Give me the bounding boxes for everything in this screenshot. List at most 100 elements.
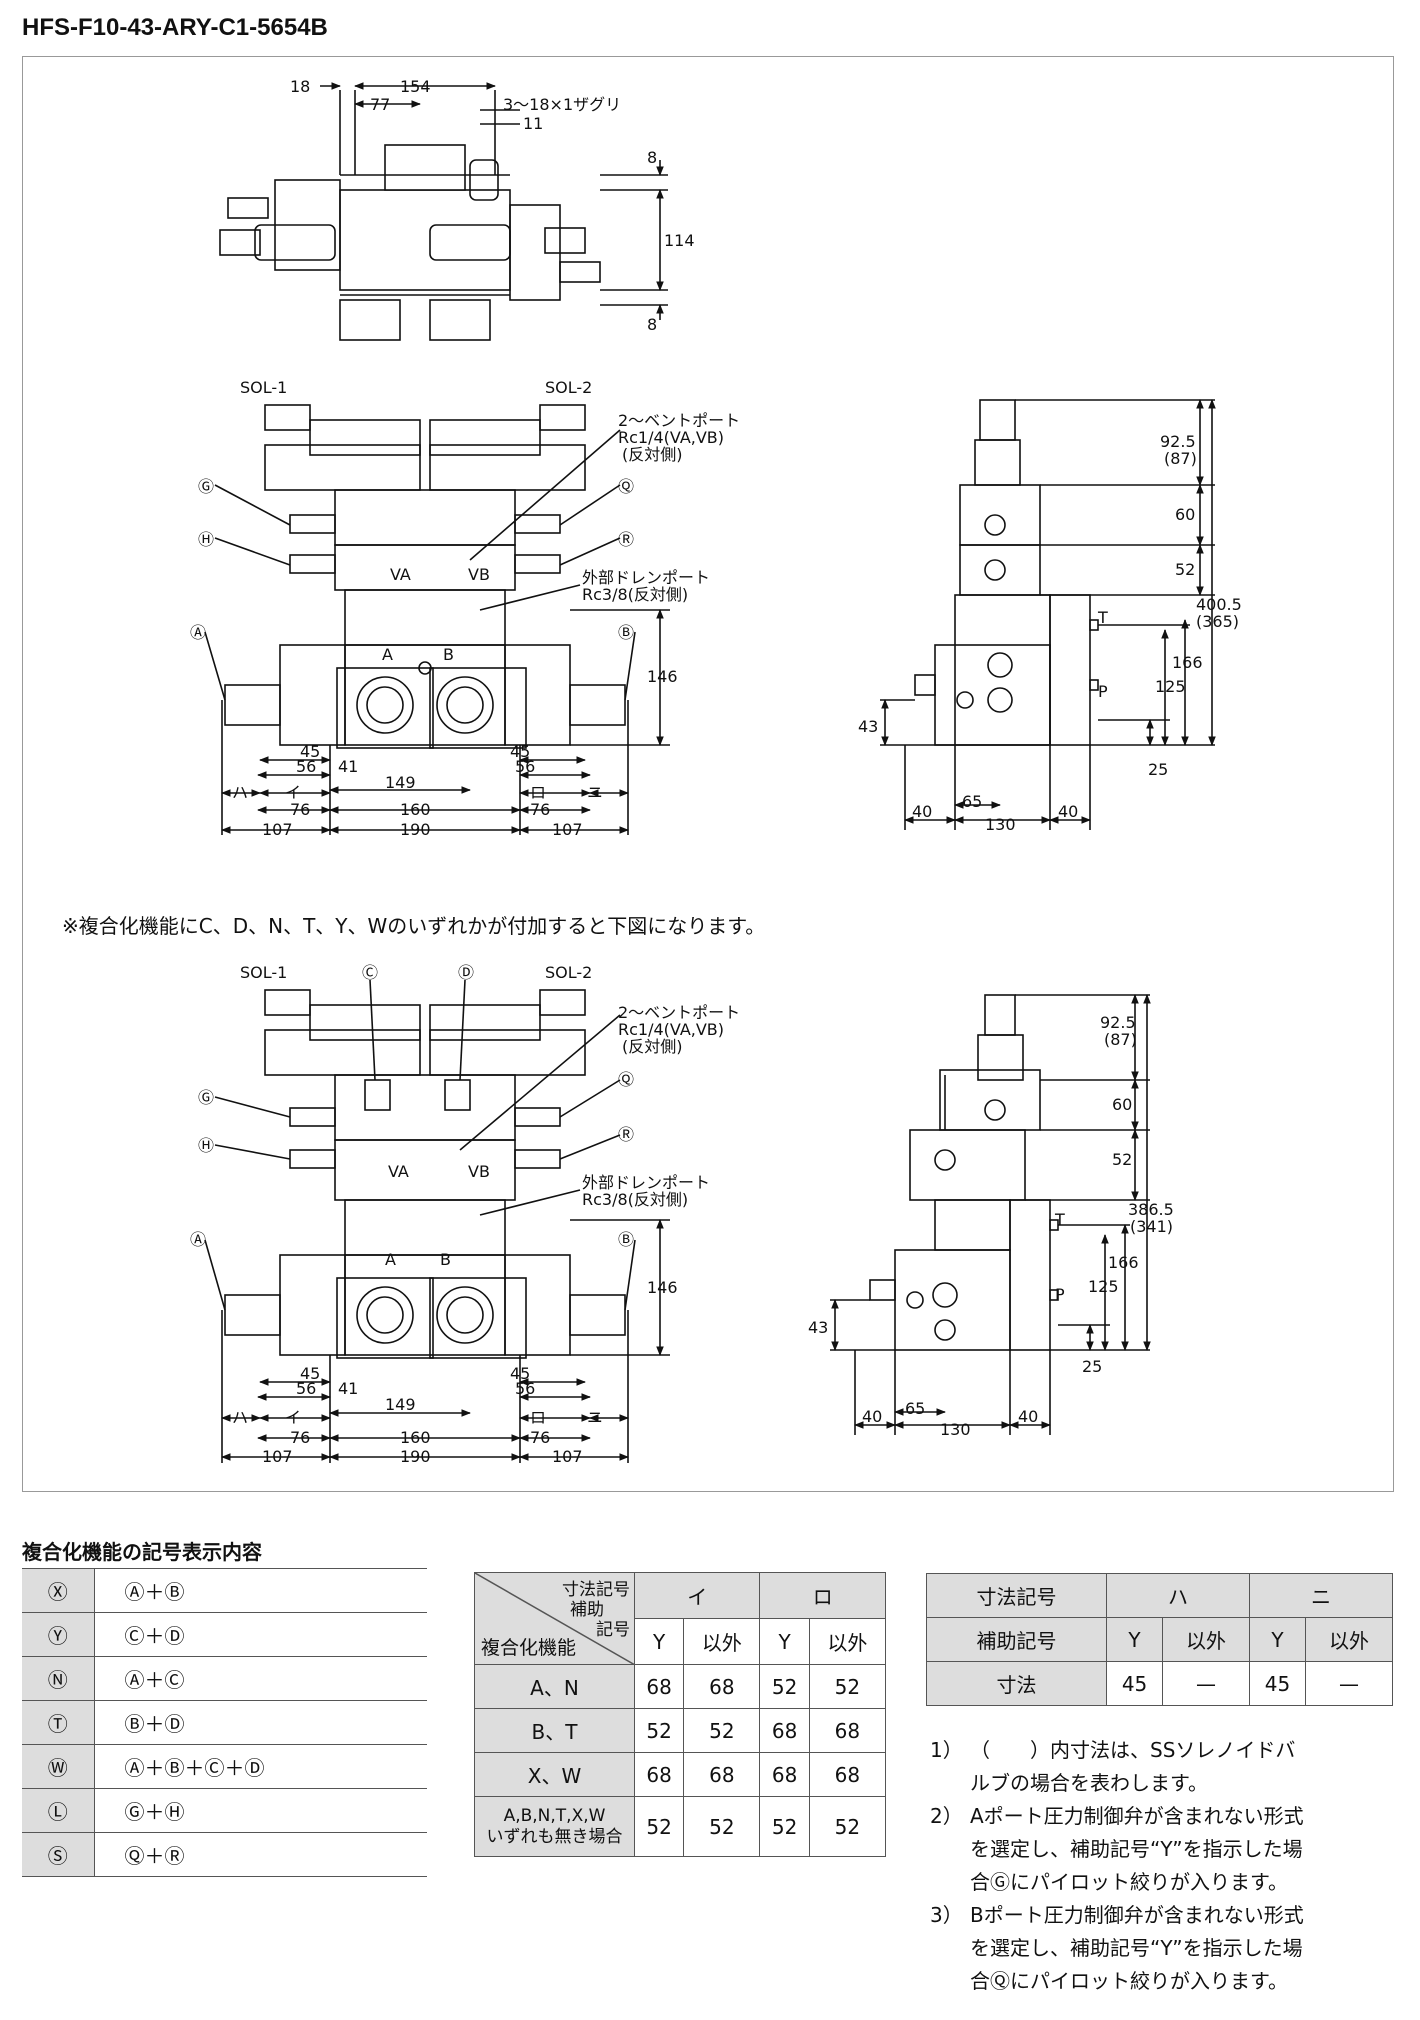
label: VB bbox=[468, 1162, 490, 1181]
label: (反対側) bbox=[622, 1037, 683, 1056]
port-label: Ⓠ bbox=[618, 1070, 634, 1089]
symbol-meaning: Ⓒ＋Ⓓ bbox=[94, 1612, 427, 1657]
corner-func: 複合化機能 bbox=[481, 1637, 577, 1659]
label: VB bbox=[468, 565, 490, 584]
cell: 52 bbox=[808, 1664, 887, 1709]
row-label: A、N bbox=[474, 1664, 635, 1709]
dim-label: 149 bbox=[385, 773, 416, 792]
col-group-ha: ハ bbox=[1106, 1573, 1250, 1618]
variant-note: ※複合化機能にC、D、N、T、Y、Wのいずれかが付加すると下図になります。 bbox=[62, 914, 766, 938]
footnote-number: 1） bbox=[930, 1738, 963, 1762]
dim-label: 386.5 bbox=[1128, 1200, 1174, 1219]
dim-label: 190 bbox=[400, 1447, 431, 1466]
symbol-meaning: Ⓖ＋Ⓗ bbox=[94, 1788, 427, 1833]
dim-label: 52 bbox=[1175, 560, 1195, 579]
label: T bbox=[1054, 1210, 1065, 1229]
dim-label: 114 bbox=[664, 231, 695, 250]
dim-label: ハ bbox=[232, 1408, 248, 1427]
dim-label: 3～18×1ザグリ bbox=[503, 95, 621, 114]
label: Rc3/8(反対側) bbox=[582, 1190, 688, 1209]
cell: 68 bbox=[808, 1708, 887, 1753]
table-row: 寸法 45 — 45 — bbox=[926, 1661, 1393, 1706]
port-label: Ⓡ bbox=[618, 530, 634, 549]
dim-label: 25 bbox=[1082, 1357, 1102, 1376]
footnotes: 1） （ ）内寸法は、SSソレノイドバルブの場合を表わします。 2） Aポート圧… bbox=[930, 1734, 1400, 1998]
col-group-ro: ロ bbox=[759, 1572, 886, 1619]
label: SOL-1 bbox=[240, 963, 287, 982]
table-row: X、W 68 68 68 68 bbox=[474, 1752, 887, 1797]
label: VA bbox=[388, 1162, 409, 1181]
dim-label: 8 bbox=[647, 315, 657, 334]
dim-label: 146 bbox=[647, 667, 678, 686]
symbol-code: Ⓦ bbox=[22, 1744, 95, 1789]
table-header-row: 寸法記号 補助 記号 複合化機能 イ ロ bbox=[474, 1572, 886, 1665]
drawing-frame bbox=[22, 56, 1394, 1492]
label: B bbox=[440, 1250, 451, 1269]
dim-label: ニ bbox=[587, 783, 603, 802]
symbol-code: Ⓣ bbox=[22, 1700, 95, 1745]
sub-col: 以外 bbox=[808, 1618, 887, 1665]
sub-col: 以外 bbox=[683, 1618, 761, 1665]
dim-label: 92.5 bbox=[1100, 1013, 1136, 1032]
dim-label: (87) bbox=[1104, 1030, 1137, 1049]
dim-label: 65 bbox=[962, 792, 982, 811]
front-view-1 bbox=[204, 404, 670, 835]
dim-label: イ bbox=[285, 1408, 301, 1427]
corner-aux: 補助 bbox=[570, 1600, 604, 1620]
port-label: Ⓡ bbox=[618, 1125, 634, 1144]
diagonal-divider bbox=[475, 1573, 635, 1665]
sub-col: 以外 bbox=[1305, 1617, 1393, 1662]
dim-label: 56 bbox=[296, 757, 316, 776]
label: 外部ドレンポート bbox=[582, 1173, 710, 1192]
footnote-number: 2） bbox=[930, 1804, 963, 1828]
row-label: X、W bbox=[474, 1752, 635, 1797]
dim-label: (87) bbox=[1164, 449, 1197, 468]
dim-label: 60 bbox=[1175, 505, 1195, 524]
cell: — bbox=[1305, 1661, 1393, 1706]
dim-label: 8 bbox=[647, 148, 657, 167]
label: A bbox=[385, 1250, 396, 1269]
cell: 68 bbox=[683, 1664, 761, 1709]
footnote-line: を選定し、補助記号“Y”を指示した場 bbox=[970, 1936, 1303, 1960]
symbol-code: Ⓧ bbox=[22, 1568, 95, 1613]
row-label-line: A,B,N,T,X,W bbox=[503, 1805, 606, 1826]
label: 2～ベントポート bbox=[618, 411, 740, 430]
footnote-line: （ ）内寸法は、SSソレノイドバ bbox=[970, 1738, 1296, 1762]
table-row: B、T 52 52 68 68 bbox=[474, 1708, 887, 1753]
dim-label: 107 bbox=[262, 820, 293, 839]
cell: 52 bbox=[759, 1796, 810, 1857]
dim-label: 45 bbox=[510, 1364, 530, 1383]
dim-label: ロ bbox=[530, 1408, 546, 1427]
dim-label: 149 bbox=[385, 1395, 416, 1414]
cell: 68 bbox=[633, 1664, 685, 1709]
page-title: HFS-F10-43-ARY-C1-5654B bbox=[22, 14, 328, 41]
label: Rc1/4(VA,VB) bbox=[618, 428, 724, 447]
dim-label: 60 bbox=[1112, 1095, 1132, 1114]
dim-label: イ bbox=[285, 783, 301, 802]
dim-label: 76 bbox=[530, 800, 550, 819]
label: 2～ベントポート bbox=[618, 1003, 740, 1022]
symbol-code: Ⓢ bbox=[22, 1832, 95, 1877]
port-label: Ⓗ bbox=[198, 530, 214, 549]
row-label: A,B,N,T,X,W いずれも無き場合 bbox=[474, 1796, 635, 1857]
dim-label: 18 bbox=[290, 77, 310, 96]
dim-label: 11 bbox=[523, 114, 543, 133]
dim-label: 52 bbox=[1112, 1150, 1132, 1169]
col-group-ni: ニ bbox=[1248, 1573, 1394, 1618]
dim-label: (365) bbox=[1196, 612, 1239, 631]
dim-label: 40 bbox=[862, 1407, 882, 1426]
label: SOL-2 bbox=[545, 963, 592, 982]
cell: 52 bbox=[808, 1796, 887, 1857]
cell: 68 bbox=[633, 1752, 685, 1797]
port-label: Ⓑ bbox=[618, 1230, 634, 1249]
footnote-line: ルブの場合を表わします。 bbox=[970, 1771, 1208, 1795]
corner-cell: 寸法記号 補助 記号 複合化機能 bbox=[474, 1572, 635, 1665]
dim-label: 160 bbox=[400, 1428, 431, 1447]
symbol-meaning: Ⓑ＋Ⓓ bbox=[94, 1700, 427, 1745]
label: T bbox=[1097, 608, 1108, 627]
